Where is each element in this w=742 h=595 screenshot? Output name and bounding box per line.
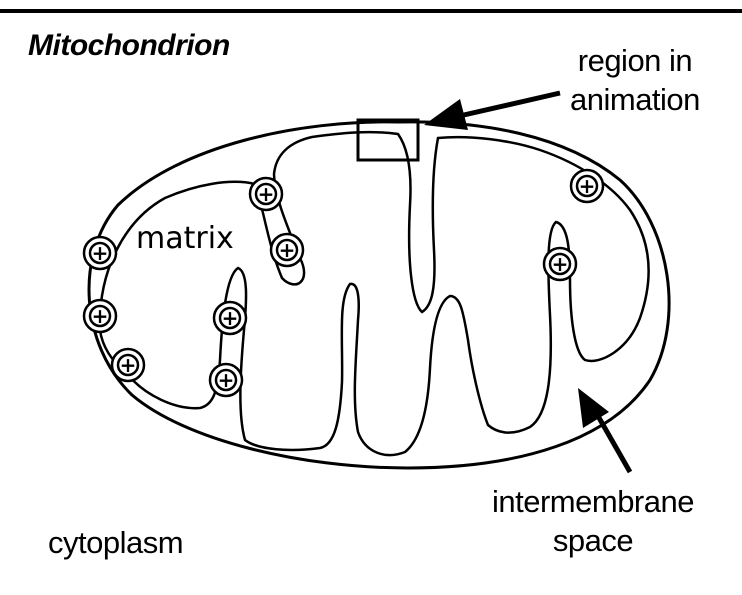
- plus-charge-symbol: +: [218, 368, 235, 392]
- proton-pump: +: [84, 237, 116, 269]
- label-intermembrane-space: intermembrane space: [492, 483, 694, 561]
- plus-charge-symbol: +: [552, 252, 569, 276]
- inner-membrane: [100, 132, 649, 455]
- plus-charge-symbol: +: [258, 182, 275, 206]
- proton-pump: +: [571, 170, 603, 202]
- proton-pump: +: [271, 234, 303, 266]
- proton-pump: +: [210, 364, 242, 396]
- label-region-line2: animation: [570, 81, 700, 120]
- proton-pump: +: [112, 349, 144, 381]
- region-arrow-shaft: [455, 93, 560, 117]
- plus-charge-symbol: +: [222, 306, 239, 330]
- plus-charge-symbol: +: [92, 304, 109, 328]
- proton-pump: +: [250, 178, 282, 210]
- plus-charge-symbol: +: [279, 238, 296, 262]
- label-matrix: matrix: [136, 224, 234, 254]
- label-region-line1: region in: [570, 42, 700, 81]
- label-cytoplasm: cytoplasm: [48, 527, 183, 558]
- diagram-title: Mitochondrion: [28, 31, 230, 61]
- label-intermembrane-line1: intermembrane: [492, 483, 694, 522]
- proton-pump: +: [544, 248, 576, 280]
- intermembrane-arrow-shaft: [598, 416, 630, 472]
- proton-pump: +: [84, 300, 116, 332]
- proton-pump: +: [214, 302, 246, 334]
- plus-charge-symbol: +: [120, 353, 137, 377]
- plus-charge-symbol: +: [92, 241, 109, 265]
- region-arrow-head: [424, 99, 468, 130]
- proton-pumps: + + + + + + + + +: [84, 170, 603, 396]
- label-intermembrane-line2: space: [492, 522, 694, 561]
- label-region-in-animation: region in animation: [570, 42, 700, 120]
- plus-charge-symbol: +: [579, 174, 596, 198]
- animation-region-box: [358, 120, 418, 160]
